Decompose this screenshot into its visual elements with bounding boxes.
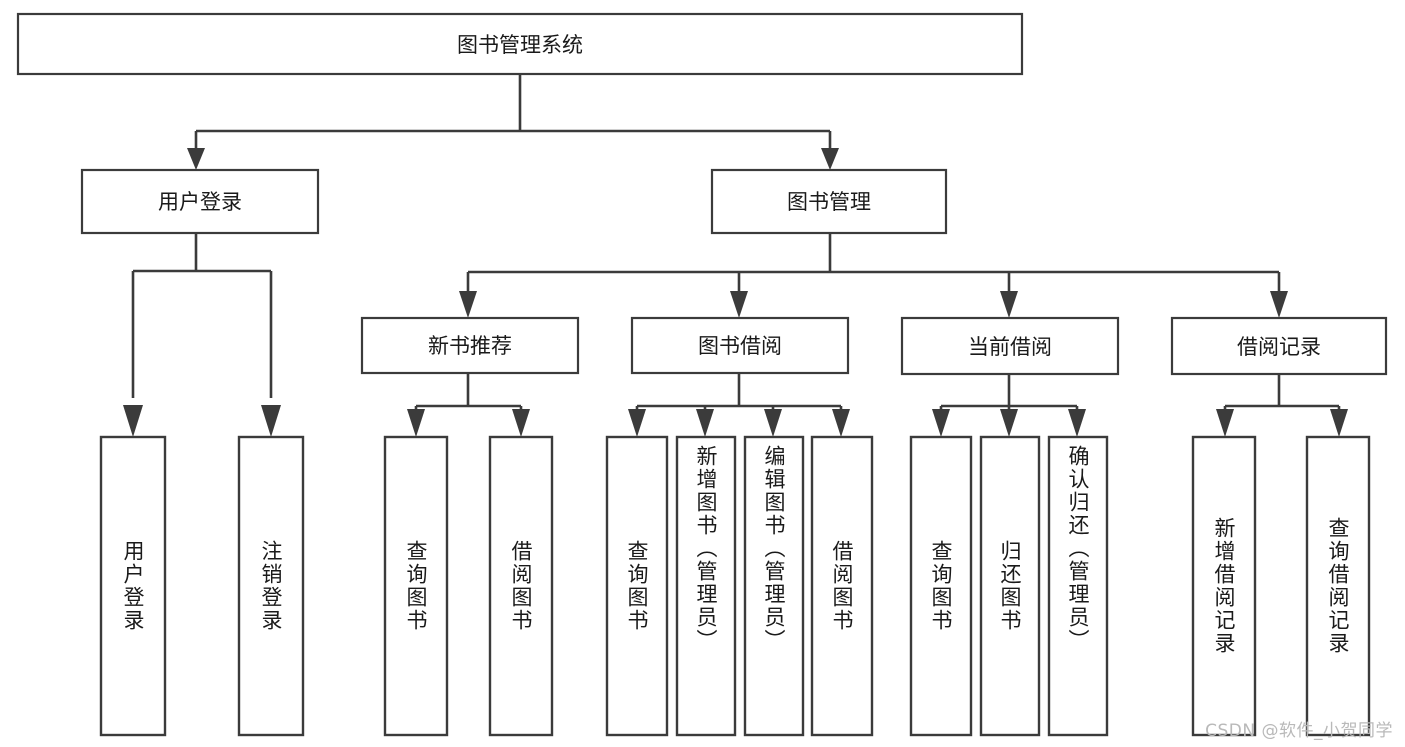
node-book-borrow-label: 图书借阅 [698, 334, 782, 358]
node-user-login-label: 用户登录 [158, 190, 242, 214]
node-book-management-label: 图书管理 [787, 190, 871, 214]
arrowhead-borrow-record [1270, 291, 1288, 318]
edges-layer [123, 74, 1348, 437]
node-borrow-record-box[interactable] [1170, 316, 1388, 376]
arrowhead-book-mgmt [821, 148, 839, 170]
leaf-box-newbook-search[interactable] [383, 435, 449, 737]
leaf-box-bookborrow-search[interactable] [605, 435, 669, 737]
arrowhead-bookborrow-c4 [832, 409, 850, 437]
arrowhead-newbook-c2 [512, 409, 530, 437]
arrowhead-leaf-logout [261, 405, 281, 437]
leaf-box-record-search[interactable] [1305, 435, 1371, 737]
arrowhead-currentborrow-c3 [1068, 409, 1086, 437]
arrowhead-new-book [459, 291, 477, 318]
arrowhead-user-login [187, 148, 205, 170]
leaf-box-logout[interactable] [237, 435, 305, 737]
arrowhead-borrowrecord-c2 [1330, 409, 1348, 437]
arrowhead-bookborrow-c1 [628, 409, 646, 437]
csdn-watermark: CSDN @软件_小贺同学 [1205, 721, 1393, 741]
node-user-login[interactable]: 用户登录 [80, 168, 320, 235]
arrowhead-newbook-c1 [407, 409, 425, 437]
node-new-book-recommend-box[interactable] [360, 316, 580, 375]
node-book-management[interactable]: 图书管理 [710, 168, 948, 235]
node-current-borrow[interactable]: 当前借阅 [900, 316, 1120, 376]
node-new-book-recommend-label: 新书推荐 [428, 334, 512, 358]
arrowhead-current-borrow [1000, 291, 1018, 318]
leaf-box-currentborrow-search[interactable] [909, 435, 973, 737]
leaf-box-newbook-borrow[interactable] [488, 435, 554, 737]
node-book-management-box[interactable] [710, 168, 948, 235]
leaf-box-record-add[interactable] [1191, 435, 1257, 737]
node-book-borrow[interactable]: 图书借阅 [630, 316, 850, 375]
leaf-box-currentborrow-confirm[interactable] [1047, 435, 1109, 737]
leaf-box-bookborrow-add[interactable] [675, 435, 737, 737]
arrowhead-borrowrecord-c1 [1216, 409, 1234, 437]
arrowhead-book-borrow [730, 291, 748, 318]
leaf-box-bookborrow-edit[interactable] [743, 435, 805, 737]
node-book-borrow-box[interactable] [630, 316, 850, 375]
arrowhead-bookborrow-c2 [696, 409, 714, 437]
leaf-box-user-login[interactable] [99, 435, 167, 737]
node-root[interactable]: 图书管理系统 [16, 12, 1024, 76]
arrowhead-leaf-user-login [123, 405, 143, 437]
node-root-box[interactable] [16, 12, 1024, 76]
node-current-borrow-label: 当前借阅 [968, 335, 1052, 359]
leaf-box-currentborrow-return[interactable] [979, 435, 1041, 737]
arrowhead-currentborrow-c2 [1000, 409, 1018, 437]
nodes-layer: 图书管理系统 用户登录 图书管理 新书推荐 图书借阅 当前 [16, 12, 1388, 737]
node-new-book-recommend[interactable]: 新书推荐 [360, 316, 580, 375]
node-borrow-record-label: 借阅记录 [1237, 335, 1321, 359]
arrowhead-bookborrow-c3 [764, 409, 782, 437]
node-current-borrow-box[interactable] [900, 316, 1120, 376]
arrowhead-currentborrow-c1 [932, 409, 950, 437]
node-borrow-record[interactable]: 借阅记录 [1170, 316, 1388, 376]
leaf-box-bookborrow-borrow[interactable] [810, 435, 874, 737]
node-user-login-box[interactable] [80, 168, 320, 235]
node-root-label: 图书管理系统 [457, 33, 583, 57]
